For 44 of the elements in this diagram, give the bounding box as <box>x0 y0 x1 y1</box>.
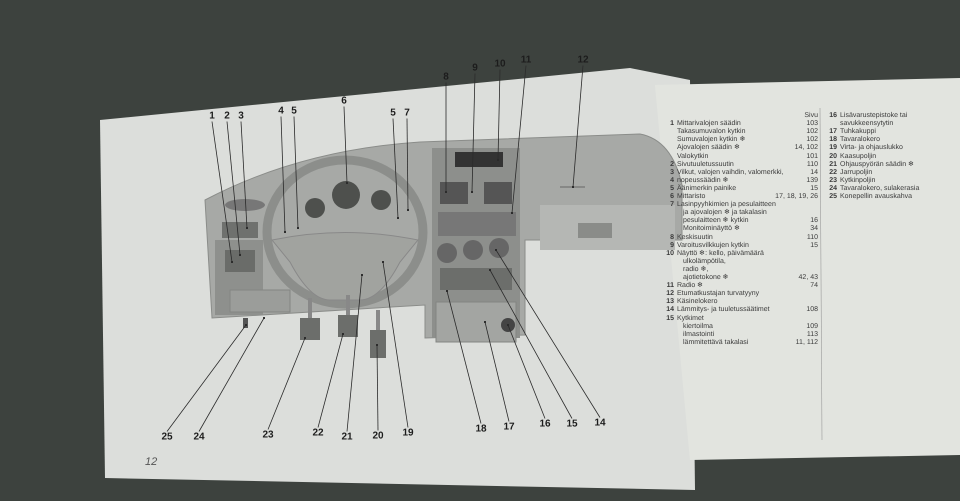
leader-line <box>376 344 378 431</box>
leader-line <box>496 69 500 162</box>
callout-number: 7 <box>403 108 411 118</box>
leader-line <box>294 116 300 230</box>
leader-line <box>444 82 448 194</box>
callout-number: 15 <box>565 418 579 430</box>
leader-line <box>318 332 344 428</box>
callout-number: 2 <box>223 110 231 122</box>
callout-number: 1 <box>208 110 216 122</box>
callout-number: 6 <box>340 96 348 106</box>
leader-line <box>198 316 266 432</box>
leader-line <box>406 118 410 212</box>
leader-line <box>446 290 482 424</box>
callout-number: 5 <box>290 106 298 116</box>
callout-number: 16 <box>538 418 552 430</box>
leader-line <box>470 73 476 194</box>
leader-line <box>382 260 408 428</box>
page-number: 12 <box>145 458 158 466</box>
callout-number: 24 <box>192 432 206 442</box>
leader-line <box>268 336 306 430</box>
leader-line <box>488 268 572 419</box>
callout-number: 4 <box>277 106 285 116</box>
leader-line <box>240 121 248 230</box>
leader-line <box>166 324 248 432</box>
leader-line <box>212 121 234 264</box>
callout-number: 14 <box>593 418 607 428</box>
callout-number: 17 <box>502 422 516 432</box>
callout-number: 18 <box>474 424 488 434</box>
leader-line <box>484 320 510 422</box>
leader-line <box>344 106 348 184</box>
callout-number: 20 <box>371 430 385 442</box>
leader-line <box>392 118 400 220</box>
leader-line <box>280 116 286 234</box>
callout-number: 5 <box>389 108 397 118</box>
callout-number: 19 <box>401 428 415 438</box>
callout-number: 21 <box>340 432 354 442</box>
leader-line <box>494 248 600 418</box>
callout-number: 22 <box>311 428 325 438</box>
leader-line <box>506 324 546 419</box>
callout-number: 3 <box>237 110 245 122</box>
leader-line <box>226 121 242 256</box>
leader-line <box>346 274 364 432</box>
callout-number: 23 <box>261 430 275 440</box>
callout-number: 25 <box>160 432 174 442</box>
